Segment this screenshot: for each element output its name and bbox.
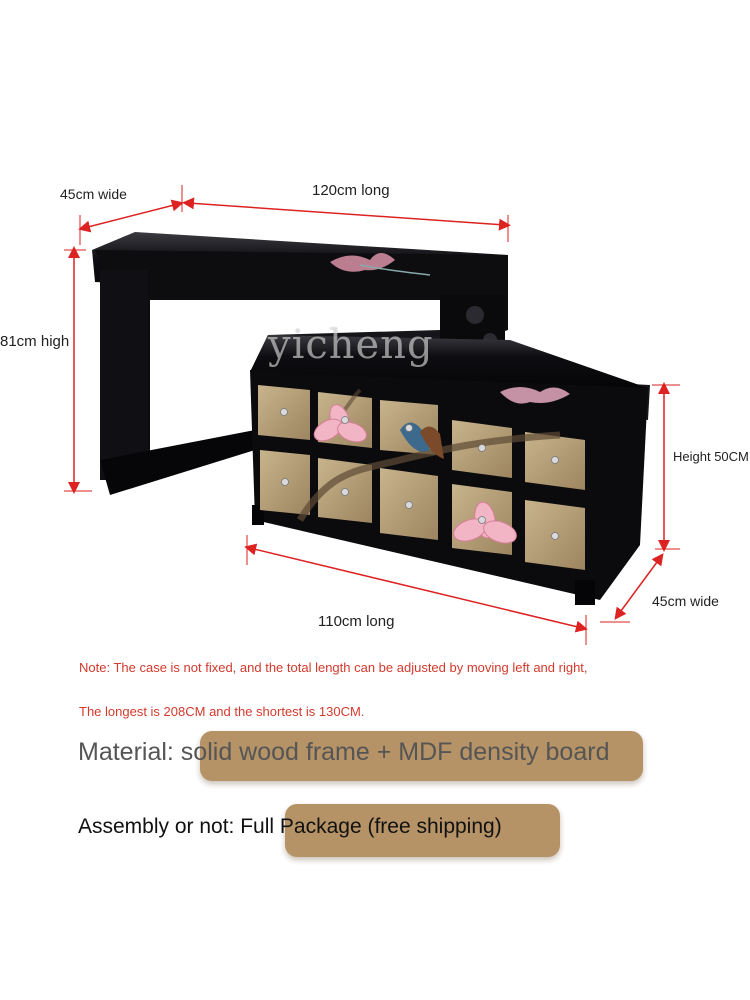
assembly-spec: Assembly or not: Full Package (free ship… xyxy=(78,815,502,838)
material-highlight xyxy=(200,731,643,781)
brand-watermark: yicheng xyxy=(268,322,434,368)
desk-width-label: 45cm wide xyxy=(60,186,127,202)
cabinet xyxy=(250,330,650,605)
dimension-lines xyxy=(64,185,680,645)
cabinet-height-label: Height 50CM xyxy=(673,449,749,464)
furniture-illustration xyxy=(64,185,680,645)
desk-length-label: 120cm long xyxy=(312,182,390,199)
assembly-highlight xyxy=(285,804,560,857)
note-adjustable: Note: The case is not fixed, and the tot… xyxy=(79,660,588,675)
desk xyxy=(92,232,508,495)
desk-height-label: 81cm high xyxy=(0,333,70,350)
note-length-range: The longest is 208CM and the shortest is… xyxy=(79,704,365,719)
cabinet-length-label: 110cm long xyxy=(318,613,395,630)
cabinet-width-label: 45cm wide xyxy=(652,593,719,609)
material-spec: Material: solid wood frame + MDF density… xyxy=(78,738,610,766)
